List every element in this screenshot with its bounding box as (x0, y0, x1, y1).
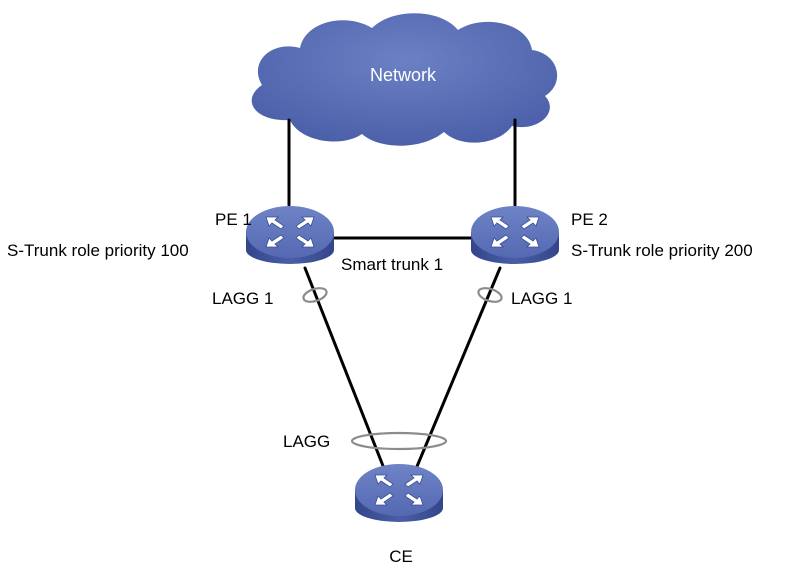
pe1-role: S-Trunk role priority 100 (7, 241, 189, 260)
network-label: Network (370, 65, 437, 85)
pe2-switch-icon (470, 205, 560, 265)
smart-trunk-label: Smart trunk 1 (341, 255, 443, 274)
lagg-ring-ce (350, 431, 448, 451)
lagg-ring-pe2 (477, 287, 503, 303)
pe1-name: PE 1 (215, 210, 252, 229)
links (287, 118, 517, 478)
link-pe1-ce (303, 266, 389, 478)
lagg-ring-pe1 (302, 287, 328, 303)
pe1-switch-icon (245, 205, 335, 265)
pe1-lagg-label: LAGG 1 (212, 289, 273, 308)
network-cloud (251, 13, 558, 146)
pe2-role: S-Trunk role priority 200 (571, 241, 753, 260)
ce-switch-icon (354, 463, 444, 523)
ce-lagg-label: LAGG (283, 432, 330, 451)
pe2-lagg-label: LAGG 1 (511, 289, 572, 308)
ce-name: CE (389, 547, 413, 566)
pe2-name: PE 2 (571, 210, 608, 229)
link-pe2-ce (411, 266, 502, 478)
lagg-rings (302, 287, 503, 451)
